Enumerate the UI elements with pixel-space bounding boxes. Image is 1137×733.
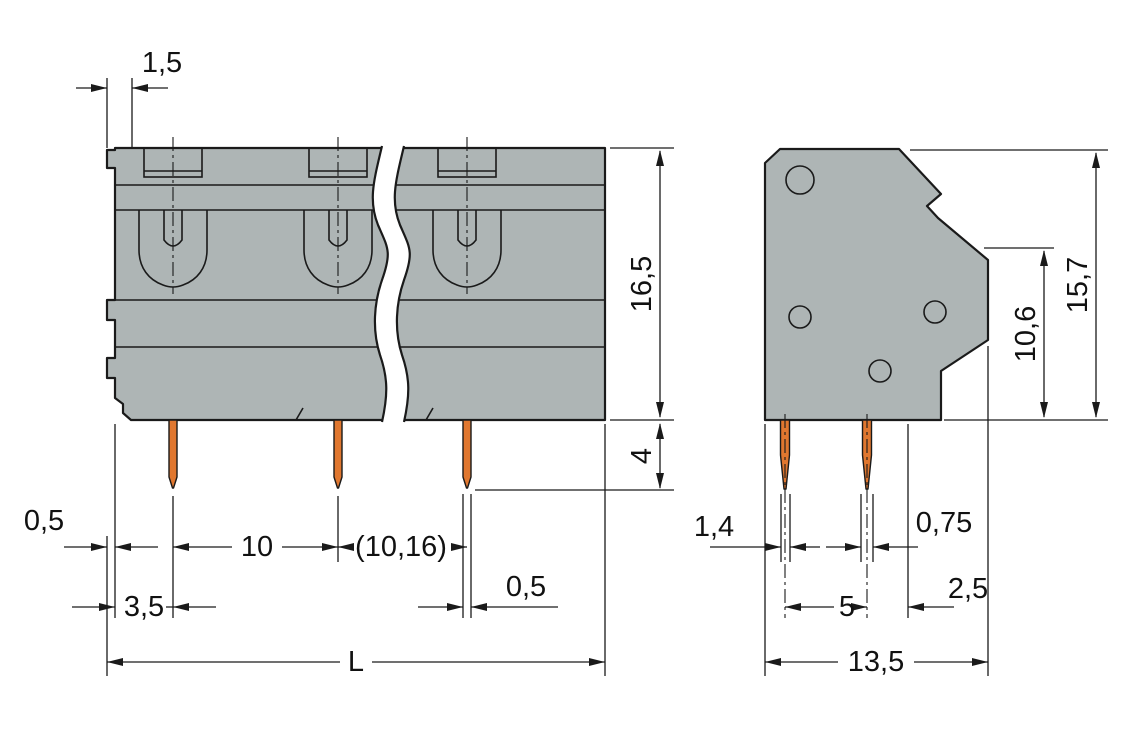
dim-label-total-height: 15,7 <box>1062 257 1094 313</box>
mounting-hole <box>868 359 892 383</box>
solder-pin <box>861 419 873 490</box>
dim-label-height: 16,5 <box>626 256 658 312</box>
dim-label-top-slot: 1,5 <box>142 47 182 79</box>
dim-label-pin-width-side: 1,4 <box>694 511 734 543</box>
side-arrowheads <box>765 152 1100 666</box>
front-view <box>105 137 607 489</box>
solder-pin <box>333 419 343 489</box>
front-extension-lines <box>106 78 674 676</box>
front-view-dimensions: 1,5 16,5 4 0,5 10 (10,16) 3,5 0,5 L <box>24 47 674 678</box>
dim-label-pin-offset: 3,5 <box>124 591 164 623</box>
dim-label-pin-tip-width: 0,75 <box>916 507 972 539</box>
break-line <box>371 145 411 423</box>
dim-label-pin-to-edge: 2,5 <box>948 573 988 605</box>
dim-label-pin-width: 0,5 <box>506 571 546 603</box>
dim-label-pitch-alt: (10,16) <box>355 531 447 563</box>
dim-label-pitch: 10 <box>241 531 273 563</box>
side-view-body <box>763 147 990 422</box>
front-arrowheads <box>91 84 664 666</box>
solder-pin <box>779 419 791 490</box>
front-view-centerlines <box>172 137 468 294</box>
dim-label-pin-length: 4 <box>626 448 658 464</box>
dim-label-length: L <box>348 646 364 678</box>
dim-label-depth: 13,5 <box>848 646 904 678</box>
side-view <box>763 147 990 618</box>
solder-pin <box>462 419 472 489</box>
mounting-hole <box>785 165 815 195</box>
mounting-hole <box>923 300 947 324</box>
front-view-body <box>105 146 607 422</box>
side-view-centerlines <box>784 414 868 618</box>
side-view-dimensions: 1,4 0,75 2,5 5 13,5 10,6 15,7 <box>694 149 1108 678</box>
dim-label-step-height: 10,6 <box>1010 306 1042 362</box>
dim-label-left-edge: 0,5 <box>24 505 64 537</box>
mounting-hole <box>788 305 812 329</box>
solder-pin <box>168 419 178 489</box>
dim-label-pin-spacing: 5 <box>839 591 855 623</box>
side-view-holes <box>785 165 947 383</box>
